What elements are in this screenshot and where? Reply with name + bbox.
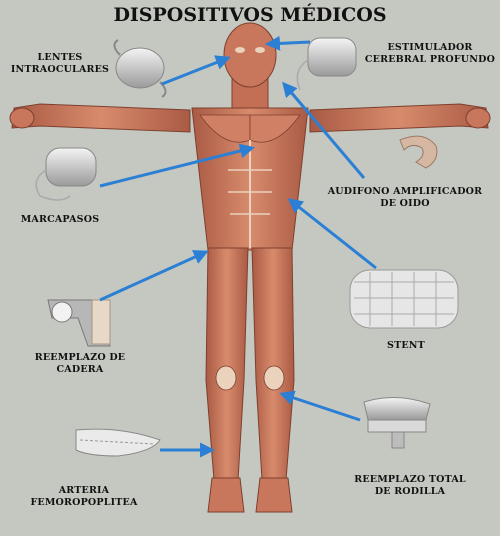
stent-icon <box>349 269 459 329</box>
knee-implant-icon <box>363 396 431 449</box>
arrow-rodilla <box>279 390 361 422</box>
arrow-stent <box>287 198 377 270</box>
femoral-artery-graft-icon <box>75 428 161 457</box>
label-arteria: ARTERIA FEMOROPOPLITEA <box>30 485 138 508</box>
hip-implant-icon <box>47 299 111 347</box>
intraocular-lens-icon <box>113 39 167 98</box>
label-audifono: AUDIFONO AMPLIFICADOR DE OIDO <box>327 186 483 209</box>
arrow-marcapasos <box>99 143 255 188</box>
label-estimulador: ESTIMULADOR CEREBRAL PROFUNDO <box>364 42 496 65</box>
human-body-figure <box>9 22 491 513</box>
arrow-audifono <box>282 81 366 179</box>
pointer-arrows <box>99 35 377 458</box>
label-lentes: LENTES INTRAOCULARES <box>10 52 110 75</box>
page-title: DISPOSITIVOS MÉDICOS <box>113 4 387 26</box>
hearing-aid-icon <box>399 135 438 169</box>
arrow-lentes <box>161 55 231 86</box>
label-cadera: REEMPLAZO DE CADERA <box>34 352 126 375</box>
label-marcapasos: MARCAPASOS <box>20 214 100 225</box>
arrow-estimulador <box>265 35 311 51</box>
arrow-cadera <box>99 250 209 302</box>
label-stent: STENT <box>387 340 425 351</box>
pacemaker-icon <box>35 147 97 201</box>
neurostimulator-icon <box>296 37 357 91</box>
label-rodilla: REEMPLAZO TOTAL DE RODILLA <box>354 474 466 497</box>
